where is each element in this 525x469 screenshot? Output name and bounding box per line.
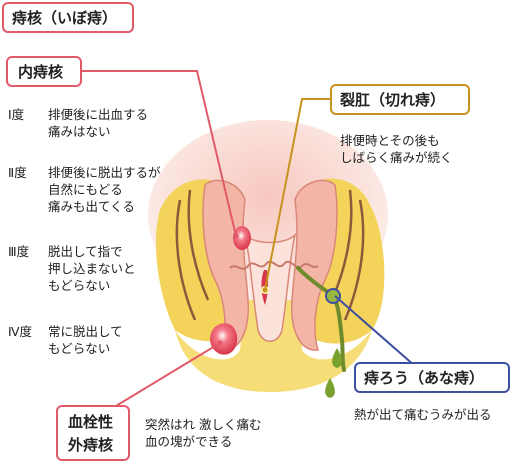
grade-3-line-2: 押し込まないと xyxy=(48,261,136,276)
grade-4-line-2: もどらない xyxy=(48,341,111,356)
fissure-label: 裂肛（切れ痔） xyxy=(340,91,446,109)
grade-4-desc: 常に脱出して もどらない xyxy=(48,323,123,357)
grade-4: Ⅳ度 xyxy=(8,324,33,339)
grade-3: Ⅲ度 xyxy=(8,244,30,259)
grade-4-line-1: 常に脱出して xyxy=(48,324,123,339)
external-hemorrhoid-leader xyxy=(105,342,221,413)
external-hemorrhoid-label-2: 外痔核 xyxy=(68,436,114,454)
fissure-line-1: 排便時とその後も xyxy=(340,133,440,148)
grade-1-line-1: 排便後に出血する xyxy=(48,107,149,122)
internal-hemorrhoid-dot xyxy=(233,233,239,239)
anal-canal xyxy=(243,232,297,342)
external-hemorrhoid-dot xyxy=(217,340,223,346)
grade-2-line-1: 排便後に脱出するが xyxy=(48,165,161,180)
external-hemorrhoid-line-1: 突然はれ 激しく痛む xyxy=(145,417,262,432)
hemorrhoid-title-box: 痔核（いぼ痔） xyxy=(2,2,134,33)
external-hemorrhoid-line-2: 血の塊ができる xyxy=(145,434,233,449)
fistula-tract xyxy=(296,266,346,372)
grade-1: Ⅰ度 xyxy=(8,107,25,122)
grade-1-line-2: 痛みはない xyxy=(48,124,111,139)
fistula-desc: 熱が出て痛むうみが出る xyxy=(354,407,492,422)
internal-hemorrhoid-label: 内痔核 xyxy=(18,63,64,81)
fistula-box: 痔ろう（あな痔） xyxy=(354,362,510,393)
internal-hemorrhoid-box: 内痔核 xyxy=(6,56,82,87)
grade-2-desc: 排便後に脱出するが 自然にもどる 痛みも出てくる xyxy=(48,164,161,215)
muscle-wall-left xyxy=(202,179,249,351)
external-hemorrhoid-label-1: 血栓性 xyxy=(68,413,114,431)
grade-1-desc: 排便後に出血する 痛みはない xyxy=(48,106,148,140)
fat-tissue-lower xyxy=(175,300,372,392)
internal-hemorrhoid-lump xyxy=(233,226,251,250)
fistula-leader xyxy=(334,295,424,374)
fissure-desc: 排便時とその後も しばらく痛みが続く xyxy=(340,132,453,166)
grade-2-line-3: 痛みも出てくる xyxy=(48,199,135,214)
external-hemorrhoid-desc: 突然はれ 激しく痛む 血の塊ができる xyxy=(145,416,261,450)
fissure-box: 裂肛（切れ痔） xyxy=(330,84,470,115)
grade-2-line-2: 自然にもどる xyxy=(48,182,123,197)
fistula-label: 痔ろう（あな痔） xyxy=(364,369,485,387)
external-hemorrhoid-box: 血栓性 外痔核 xyxy=(56,405,130,461)
internal-hemorrhoid-leader xyxy=(82,70,237,237)
fissure-dot xyxy=(262,287,268,293)
dentate-line xyxy=(229,260,319,270)
hemorrhoid-title: 痔核（いぼ痔） xyxy=(12,9,118,27)
external-hemorrhoid-lump xyxy=(210,323,238,355)
fistula-opening xyxy=(325,288,341,304)
sphincter-outline-left xyxy=(175,189,210,321)
fissure-leader xyxy=(264,98,330,291)
grade-3-desc: 脱出して指で 押し込まないと もどらない xyxy=(48,243,136,294)
grade-3-line-1: 脱出して指で xyxy=(48,244,123,259)
grade-3-line-3: もどらない xyxy=(48,278,111,293)
fissure-line-2: しばらく痛みが続く xyxy=(340,150,453,165)
muscle-wall-right xyxy=(291,179,338,351)
pus-drop-1 xyxy=(332,348,342,368)
grade-2: Ⅱ度 xyxy=(8,165,27,180)
pus-drop-2 xyxy=(325,378,335,398)
